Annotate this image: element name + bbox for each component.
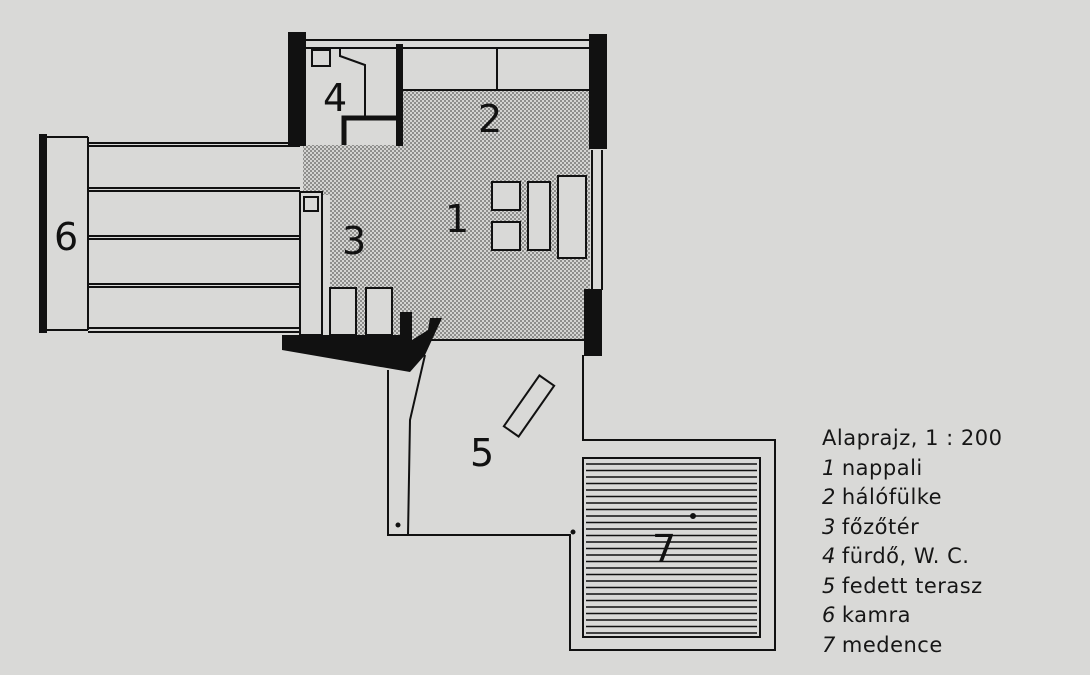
legend-number: 6 bbox=[822, 603, 836, 627]
wall bbox=[589, 34, 607, 149]
room-label-2: 2 bbox=[478, 97, 502, 141]
living-area-floor bbox=[303, 90, 590, 340]
legend-number: 7 bbox=[822, 632, 836, 657]
wall bbox=[584, 289, 602, 356]
legend-label: főzőtér bbox=[841, 514, 920, 539]
storage-shelves bbox=[88, 142, 300, 333]
legend-label: hálófülke bbox=[841, 485, 943, 509]
room-label-7: 7 bbox=[652, 527, 676, 571]
legend-number: 1 bbox=[822, 455, 836, 480]
room-label-3: 3 bbox=[342, 219, 366, 263]
legend-label: nappali bbox=[841, 455, 923, 480]
legend-number: 5 bbox=[822, 573, 836, 598]
legend-number: 3 bbox=[822, 514, 836, 539]
terrace-bench bbox=[502, 374, 556, 438]
room-label-5: 5 bbox=[470, 431, 494, 475]
wall bbox=[288, 32, 306, 146]
legend-number: 2 bbox=[822, 485, 836, 509]
room-label-1: 1 bbox=[445, 197, 469, 241]
legend-label: fürdő, W. C. bbox=[841, 544, 970, 568]
room-label-6: 6 bbox=[54, 215, 78, 259]
legend-title: Alaprajz, 1 : 200 bbox=[822, 426, 1003, 450]
legend-label: medence bbox=[841, 632, 943, 657]
room-label-4: 4 bbox=[323, 76, 347, 120]
legend-label: kamra bbox=[841, 603, 911, 627]
pool bbox=[582, 457, 761, 638]
wall bbox=[282, 312, 442, 372]
legend-number: 4 bbox=[822, 544, 836, 568]
legend-label: fedett terasz bbox=[841, 573, 983, 598]
